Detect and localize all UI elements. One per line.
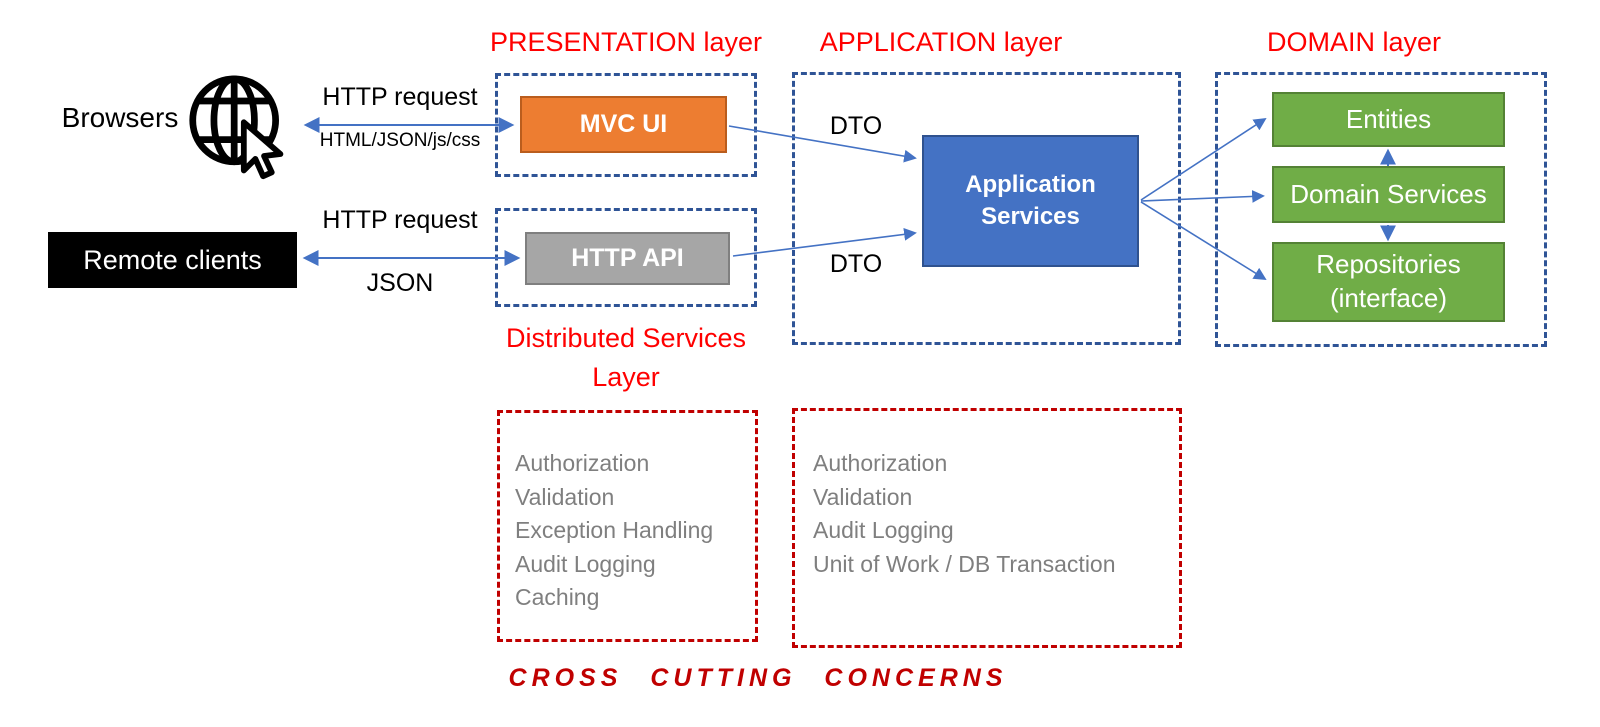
http-request-bottom-label: HTTP request	[322, 206, 478, 234]
http-payload-bottom-label: JSON	[366, 269, 434, 297]
entities-label: Entities	[1345, 103, 1432, 134]
concern-item: Validation	[813, 483, 913, 510]
http-request-top-label: HTTP request	[322, 83, 478, 111]
presentation-concerns-list: Authorization Validation Exception Handl…	[515, 447, 745, 615]
http-api-box: HTTP API	[525, 232, 730, 285]
globe-cursor-icon	[189, 75, 284, 180]
application-concerns-list: Authorization Validation Audit Logging U…	[813, 447, 1173, 581]
application-services-label: Application Services	[965, 170, 1096, 230]
dto-bottom-label: DTO	[829, 250, 883, 278]
http-payload-top-label: HTML/JSON/js/css	[319, 130, 481, 151]
dto-top-label: DTO	[829, 112, 883, 140]
concern-item: Authorization	[515, 450, 650, 476]
presentation-layer-title: PRESENTATION layer	[489, 27, 763, 57]
concern-item: Exception Handling	[515, 517, 714, 543]
repositories-label-line2: (interface)	[1329, 283, 1448, 313]
distributed-services-title-line2: Layer	[592, 362, 660, 393]
remote-clients-label: Remote clients	[83, 244, 262, 275]
domain-layer-title: DOMAIN layer	[1266, 27, 1442, 57]
mvc-ui-box: MVC UI	[520, 96, 727, 153]
domain-services-label: Domain Services	[1290, 178, 1487, 209]
domain-services-box: Domain Services	[1272, 166, 1505, 223]
application-services-box: Application Services	[922, 135, 1139, 267]
concern-item: Authorization	[813, 450, 948, 476]
http-api-label: HTTP API	[571, 244, 684, 272]
repositories-label-line1: Repositories	[1316, 249, 1461, 280]
concern-item: Validation	[515, 483, 615, 510]
entities-box: Entities	[1272, 92, 1505, 147]
repositories-box: Repositories (interface)	[1272, 242, 1505, 322]
cross-cutting-concerns-title: CROSS CUTTING CONCERNS	[508, 664, 1008, 692]
presentation-concerns-container	[497, 410, 758, 642]
concern-item: Audit Logging	[515, 550, 656, 577]
concern-item: Caching	[515, 584, 600, 610]
distributed-services-title-line1: Distributed Services	[505, 323, 747, 353]
distributed-services-layer-title: Distributed Services Layer	[476, 319, 776, 397]
remote-clients-box: Remote clients	[48, 232, 297, 288]
browsers-label: Browsers	[61, 102, 179, 133]
concern-item: Audit Logging	[813, 517, 954, 543]
mvc-ui-label: MVC UI	[579, 110, 668, 138]
concern-item: Unit of Work / DB Transaction	[813, 550, 1116, 577]
application-layer-title: APPLICATION layer	[819, 27, 1063, 57]
application-concerns-container	[792, 408, 1182, 648]
